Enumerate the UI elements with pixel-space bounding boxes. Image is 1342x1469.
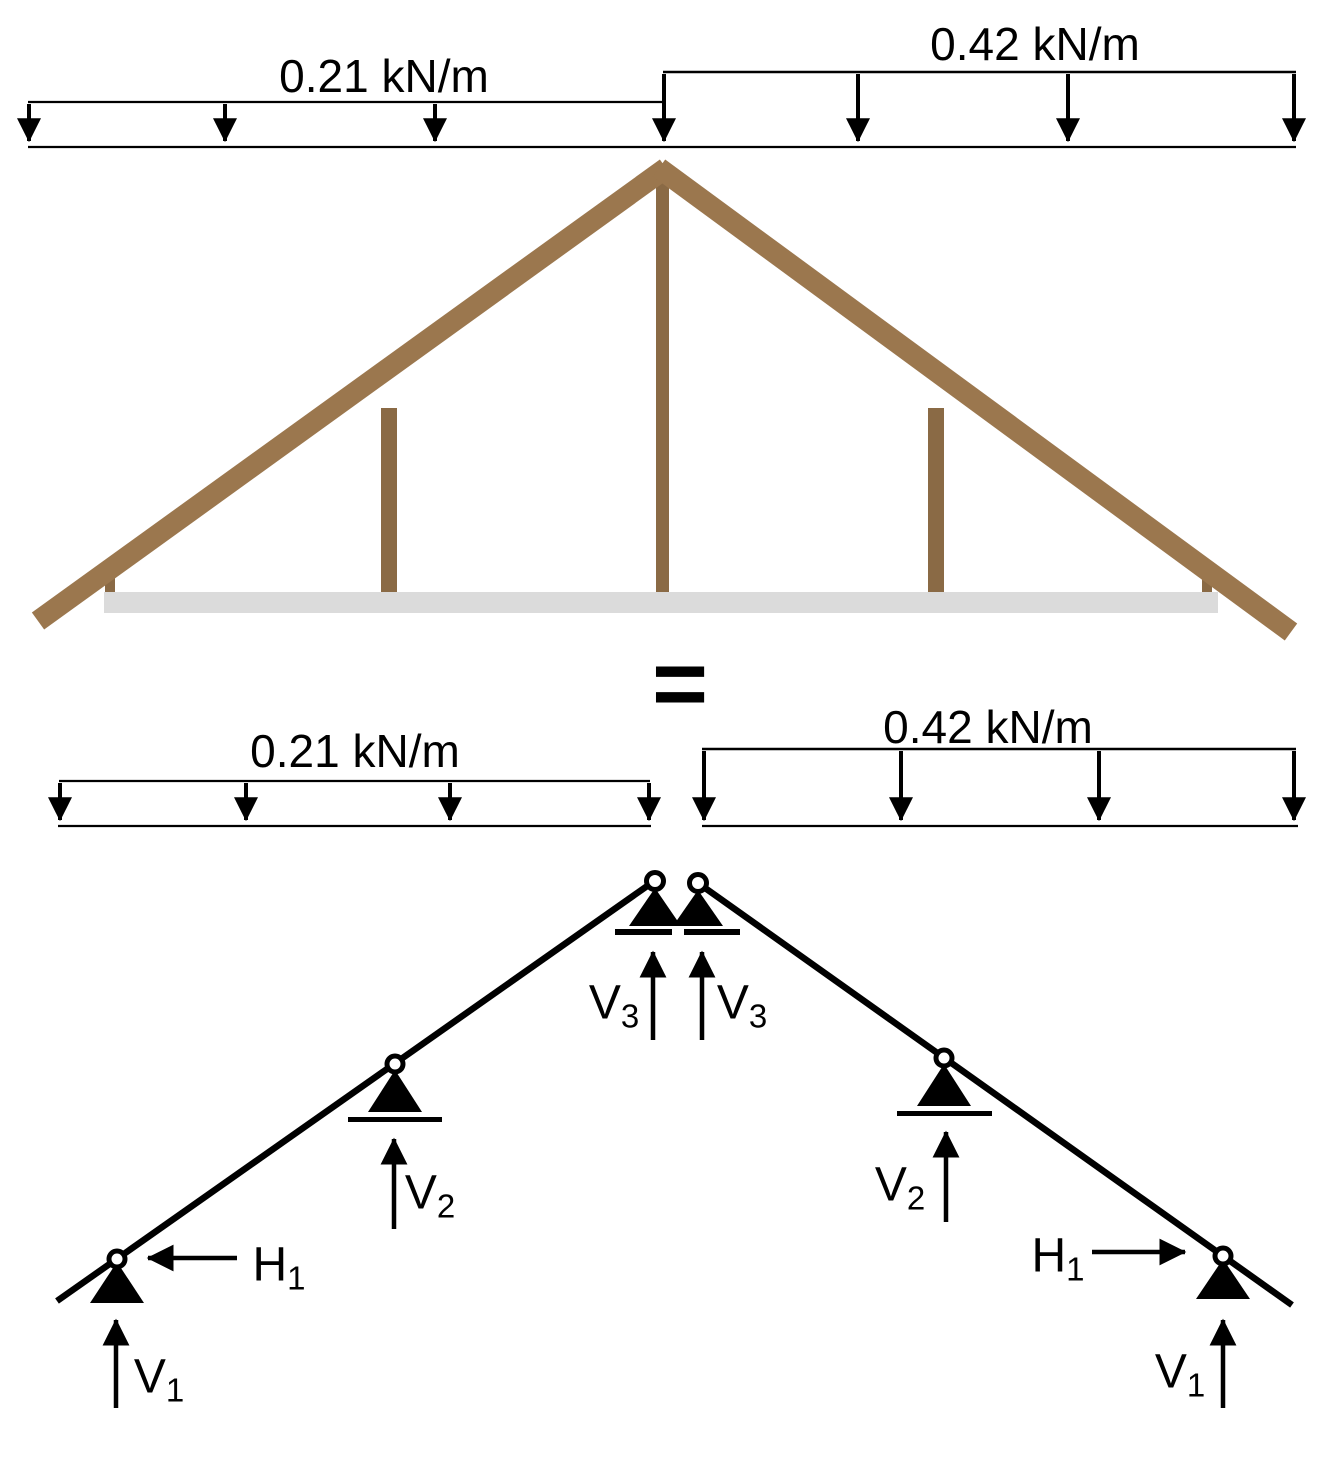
mid-left-ground-line <box>348 1117 442 1122</box>
top-left-load-arrows <box>17 104 447 143</box>
fbd-supports <box>90 888 1250 1303</box>
bottom-left-pin <box>106 1248 128 1270</box>
fbd-right-rafter-line <box>689 875 1294 1308</box>
bottom-load-diagrams <box>48 747 1306 828</box>
bottom-right-pin <box>1212 1245 1234 1267</box>
apex-left-ground-line <box>615 929 672 935</box>
apex-right-support-triangle <box>673 890 723 926</box>
v1-right-label: V1 <box>1154 1345 1206 1404</box>
apex-left-pin <box>644 870 666 892</box>
truss-bottom-chord <box>104 592 1218 613</box>
h1-left-label: H1 <box>252 1238 306 1297</box>
mid-left-support-triangle <box>368 1070 422 1112</box>
truss-king-post <box>656 178 669 592</box>
mid-right-ground-line <box>897 1111 992 1116</box>
bottom-right-load-arrows <box>692 751 1306 822</box>
bottom-right-support-triangle <box>1196 1259 1250 1299</box>
equals-sign: = <box>651 630 709 737</box>
top-right-load-label: 0.42 kN/m <box>930 18 1140 70</box>
truss-left-rafter <box>31 159 673 630</box>
fbd-left-rafter-line <box>55 874 662 1304</box>
top-right-load-arrows <box>652 74 1306 143</box>
apex-left-support-triangle <box>629 888 681 926</box>
truss-right-queen-post <box>928 408 944 592</box>
top-load-diagram <box>17 70 1306 149</box>
bottom-left-load-label: 0.21 kN/m <box>250 725 460 777</box>
v2-left-label: V2 <box>404 1166 456 1225</box>
wooden-truss <box>31 159 1298 641</box>
mid-right-pin <box>933 1047 955 1069</box>
free-body-diagram <box>55 870 1294 1408</box>
top-left-load-label: 0.21 kN/m <box>279 50 489 102</box>
h1-right-label: H1 <box>1031 1229 1085 1288</box>
apex-right-pin <box>687 872 709 894</box>
v1-left-label: V1 <box>133 1350 185 1409</box>
bottom-left-load-arrows <box>48 783 661 822</box>
truss-left-queen-post <box>381 408 397 592</box>
mid-right-support-triangle <box>917 1064 971 1106</box>
fbd-reaction-arrows <box>102 950 1237 1408</box>
apex-right-ground-line <box>684 929 740 935</box>
truss-right-rafter <box>652 159 1298 641</box>
bottom-left-support-triangle <box>90 1262 144 1303</box>
v3-right-label: V3 <box>716 976 768 1035</box>
bottom-right-load-label: 0.42 kN/m <box>883 701 1093 753</box>
v3-left-label: V3 <box>588 976 640 1035</box>
v2-right-label: V2 <box>874 1158 926 1217</box>
fbd-pin-circles <box>106 870 1234 1270</box>
mid-left-pin <box>384 1053 406 1075</box>
